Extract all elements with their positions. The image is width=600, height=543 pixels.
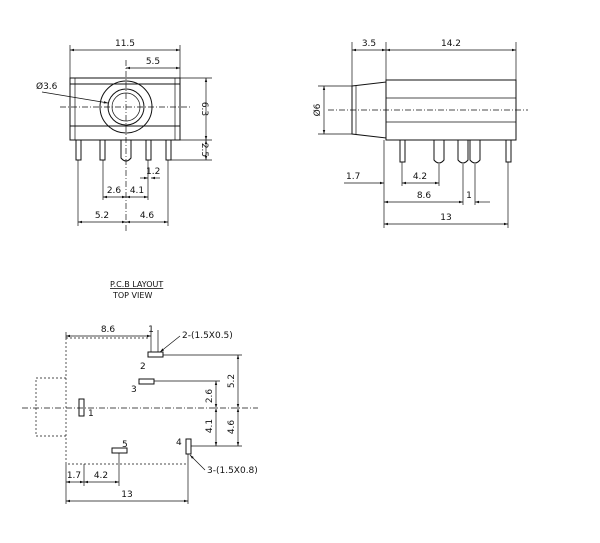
pcb-dim-bottom-left: 1.7	[67, 471, 81, 481]
side-pin	[469, 140, 481, 164]
side-pin	[457, 140, 469, 164]
front-pin	[145, 139, 152, 161]
pcb-dim-top-span: 8.6	[101, 325, 116, 335]
dim-height: 6.3	[199, 102, 209, 116]
front-pin	[165, 139, 172, 161]
dim-pin-span: 8.6	[417, 191, 432, 201]
pad-label-3: 3	[131, 385, 137, 395]
dim-overall: 13	[440, 213, 451, 223]
dim-left-to-center: 5.2	[95, 211, 109, 221]
callout-pad-size-b: 3-(1.5X0.8)	[207, 466, 258, 476]
pcb-dim-right-lower: 4.6	[227, 420, 237, 435]
dim-pin-pitch-small: 1.2	[146, 167, 160, 177]
pcb-subtitle: TOP VIEW	[112, 291, 152, 300]
dim-center-to-right: 4.6	[140, 211, 155, 221]
front-pin	[75, 139, 82, 161]
pad-label-4: 4	[176, 438, 182, 448]
dim-pin-spacing-a: 2.6	[107, 186, 122, 196]
front-pin	[120, 140, 132, 162]
pad-3	[138, 378, 155, 385]
dim-pin-spacing-b: 4.1	[130, 186, 144, 196]
pad-5	[111, 447, 128, 454]
pcb-dim-right-mid: 2.6	[205, 389, 215, 404]
dim-nose-length: 3.5	[362, 39, 376, 49]
pad-label-2: 2	[140, 362, 146, 372]
pcb-title: P.C.B LAYOUT	[110, 280, 163, 289]
front-view: 11.5 5.5 Ø3.6 6.3 2.5 1.2 2.6 4.1 5.2 4.…	[36, 39, 212, 232]
pad-1	[78, 398, 85, 417]
pcb-dim-right-upper: 5.2	[227, 374, 237, 388]
dim-diameter: Ø6	[312, 103, 323, 116]
pcb-dim-overall: 13	[121, 490, 132, 500]
dim-edge-to-pin: 1.7	[346, 172, 360, 182]
callout-pad-size-a: 2-(1.5X0.5)	[182, 331, 233, 341]
dim-pin-length: 2.5	[199, 143, 209, 157]
pcb-dim-top-pitch: 1	[148, 325, 154, 335]
side-pin	[399, 139, 406, 163]
dim-center-offset: 5.5	[146, 57, 160, 67]
pad-label-5: 5	[122, 440, 128, 450]
dim-hole-diameter: Ø3.6	[36, 81, 58, 92]
dim-pin-pitch: 1	[466, 191, 472, 201]
side-pin	[505, 139, 512, 163]
dim-pin-gap: 4.2	[413, 172, 427, 182]
dim-body-length: 14.2	[441, 39, 461, 49]
pad-2	[147, 351, 164, 358]
pad-label-1: 1	[88, 409, 94, 419]
front-pin	[99, 139, 106, 161]
pcb-dim-right-inner: 4.1	[205, 419, 215, 433]
side-view: 3.5 14.2 Ø6 1.7 4.2 8.6 1 13	[312, 39, 528, 228]
dim-width: 11.5	[115, 39, 135, 49]
pcb-layout: P.C.B LAYOUT TOP VIEW 1 2 3 4 5 8.6	[22, 280, 258, 504]
side-pin	[433, 140, 445, 164]
pad-4	[185, 438, 192, 455]
pcb-dim-bottom-gap: 4.2	[94, 471, 108, 481]
